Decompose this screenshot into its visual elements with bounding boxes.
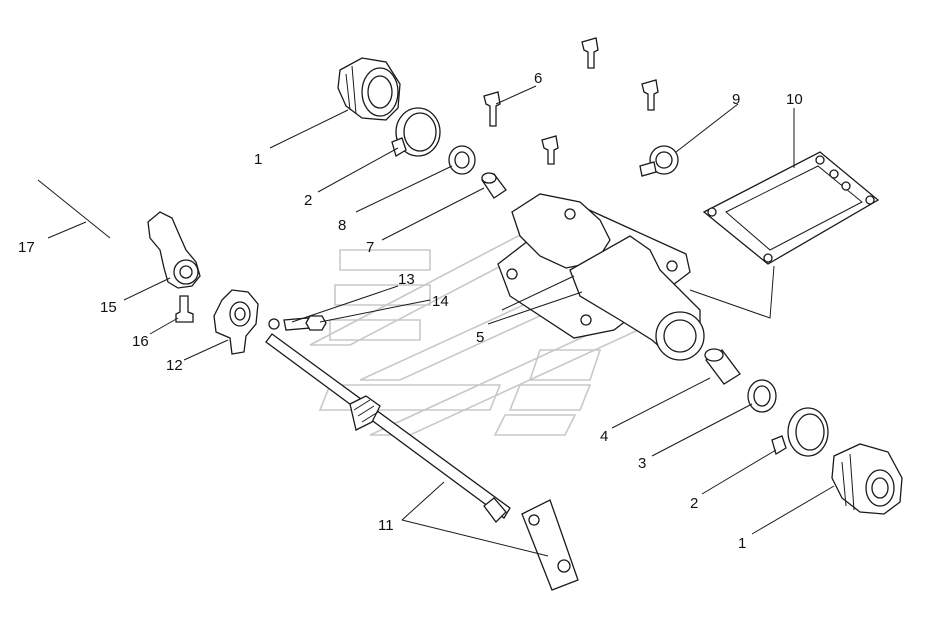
callout-16: 16: [132, 333, 149, 350]
bushing-4: [704, 348, 741, 385]
bracket-15: [147, 211, 201, 289]
callout-4: 4: [600, 428, 608, 445]
callout-labels: 1 2 3 4 5 6 7 8 9 10 11 12 13 14 15 16 1…: [18, 70, 803, 552]
leader-lines: [47, 85, 835, 557]
callout-2-top: 2: [304, 192, 312, 209]
pin-washer-nut-13-14: [268, 315, 327, 331]
callout-13: 13: [398, 271, 415, 288]
callout-9: 9: [732, 91, 740, 108]
bushing-9: [639, 145, 679, 177]
yoke-12: [213, 289, 259, 355]
bolts-6: [483, 37, 659, 165]
callout-1-bottom: 1: [738, 535, 746, 552]
gasket-10: [702, 151, 880, 265]
bolt-16: [175, 295, 194, 323]
callout-10: 10: [786, 91, 803, 108]
seal-8: [448, 145, 476, 175]
clamp-2-top: [391, 107, 441, 157]
boot-1-top: [337, 57, 401, 121]
callout-15: 15: [100, 299, 117, 316]
callout-1-top: 1: [254, 151, 262, 168]
callout-12: 12: [166, 357, 183, 374]
seal-3: [747, 379, 777, 413]
callout-6: 6: [534, 70, 542, 87]
callout-2-bottom: 2: [690, 495, 698, 512]
rod-17: [37, 179, 111, 239]
callout-11: 11: [378, 517, 394, 534]
housing-5: [497, 193, 705, 361]
callout-14: 14: [432, 293, 449, 310]
boot-1-bottom: [831, 443, 903, 515]
shaft-11: [265, 333, 579, 591]
callout-5: 5: [476, 329, 484, 346]
clamp-2-bottom: [771, 407, 829, 457]
callout-7: 7: [366, 239, 374, 256]
callout-3: 3: [638, 455, 646, 472]
bushing-7: [481, 172, 507, 199]
callout-17: 17: [18, 239, 35, 256]
callout-8: 8: [338, 217, 346, 234]
